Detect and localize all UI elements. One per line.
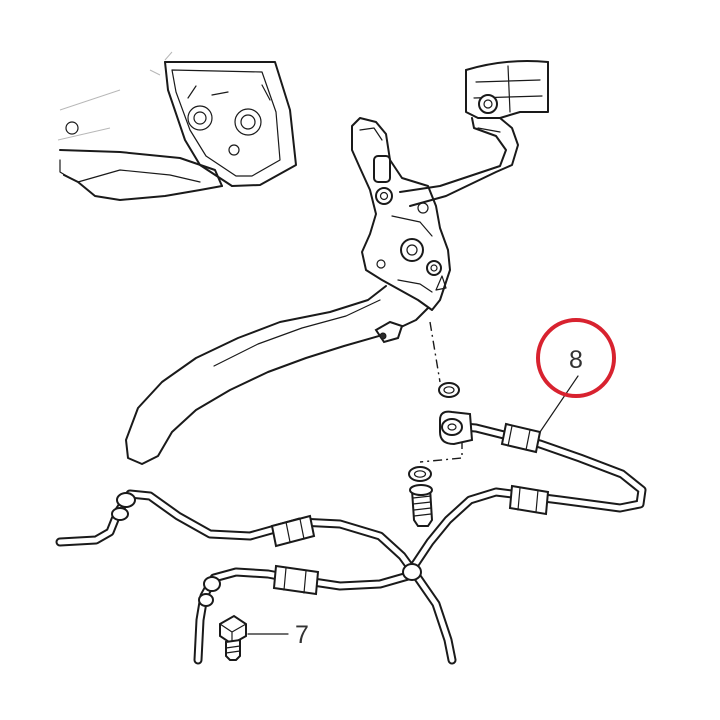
ferrule-upper-right: [500, 422, 542, 454]
joint-center: [402, 563, 422, 581]
callout-8: 8: [536, 318, 616, 433]
assembly-axis: [419, 321, 463, 463]
joint-lower-left: [198, 576, 221, 607]
highlight-ring: [536, 318, 616, 398]
callout-8-number: 8: [569, 346, 583, 374]
sealing-washer-lower: [408, 466, 432, 482]
brake-lever: [125, 285, 429, 465]
callout-8-leader: [539, 375, 579, 433]
ferrule-lower-left: [272, 564, 320, 596]
sealing-washer-upper: [438, 382, 460, 398]
hose-fittings: [111, 410, 550, 607]
master-cylinder: [351, 117, 451, 311]
joint-upper-left: [111, 492, 136, 521]
handlebar-bracket: [57, 51, 297, 201]
reservoir-hose: [399, 117, 519, 207]
fluid-reservoir: [465, 60, 549, 119]
banjo-union-bolt: [409, 484, 434, 527]
banjo-eye-fitting: [439, 410, 474, 446]
bolt-7: [219, 614, 247, 661]
ferrule-mid-right: [508, 484, 550, 516]
ferrule-mid-left: [270, 514, 316, 548]
callout-7: 7: [247, 621, 309, 649]
callout-7-number: 7: [295, 621, 309, 649]
